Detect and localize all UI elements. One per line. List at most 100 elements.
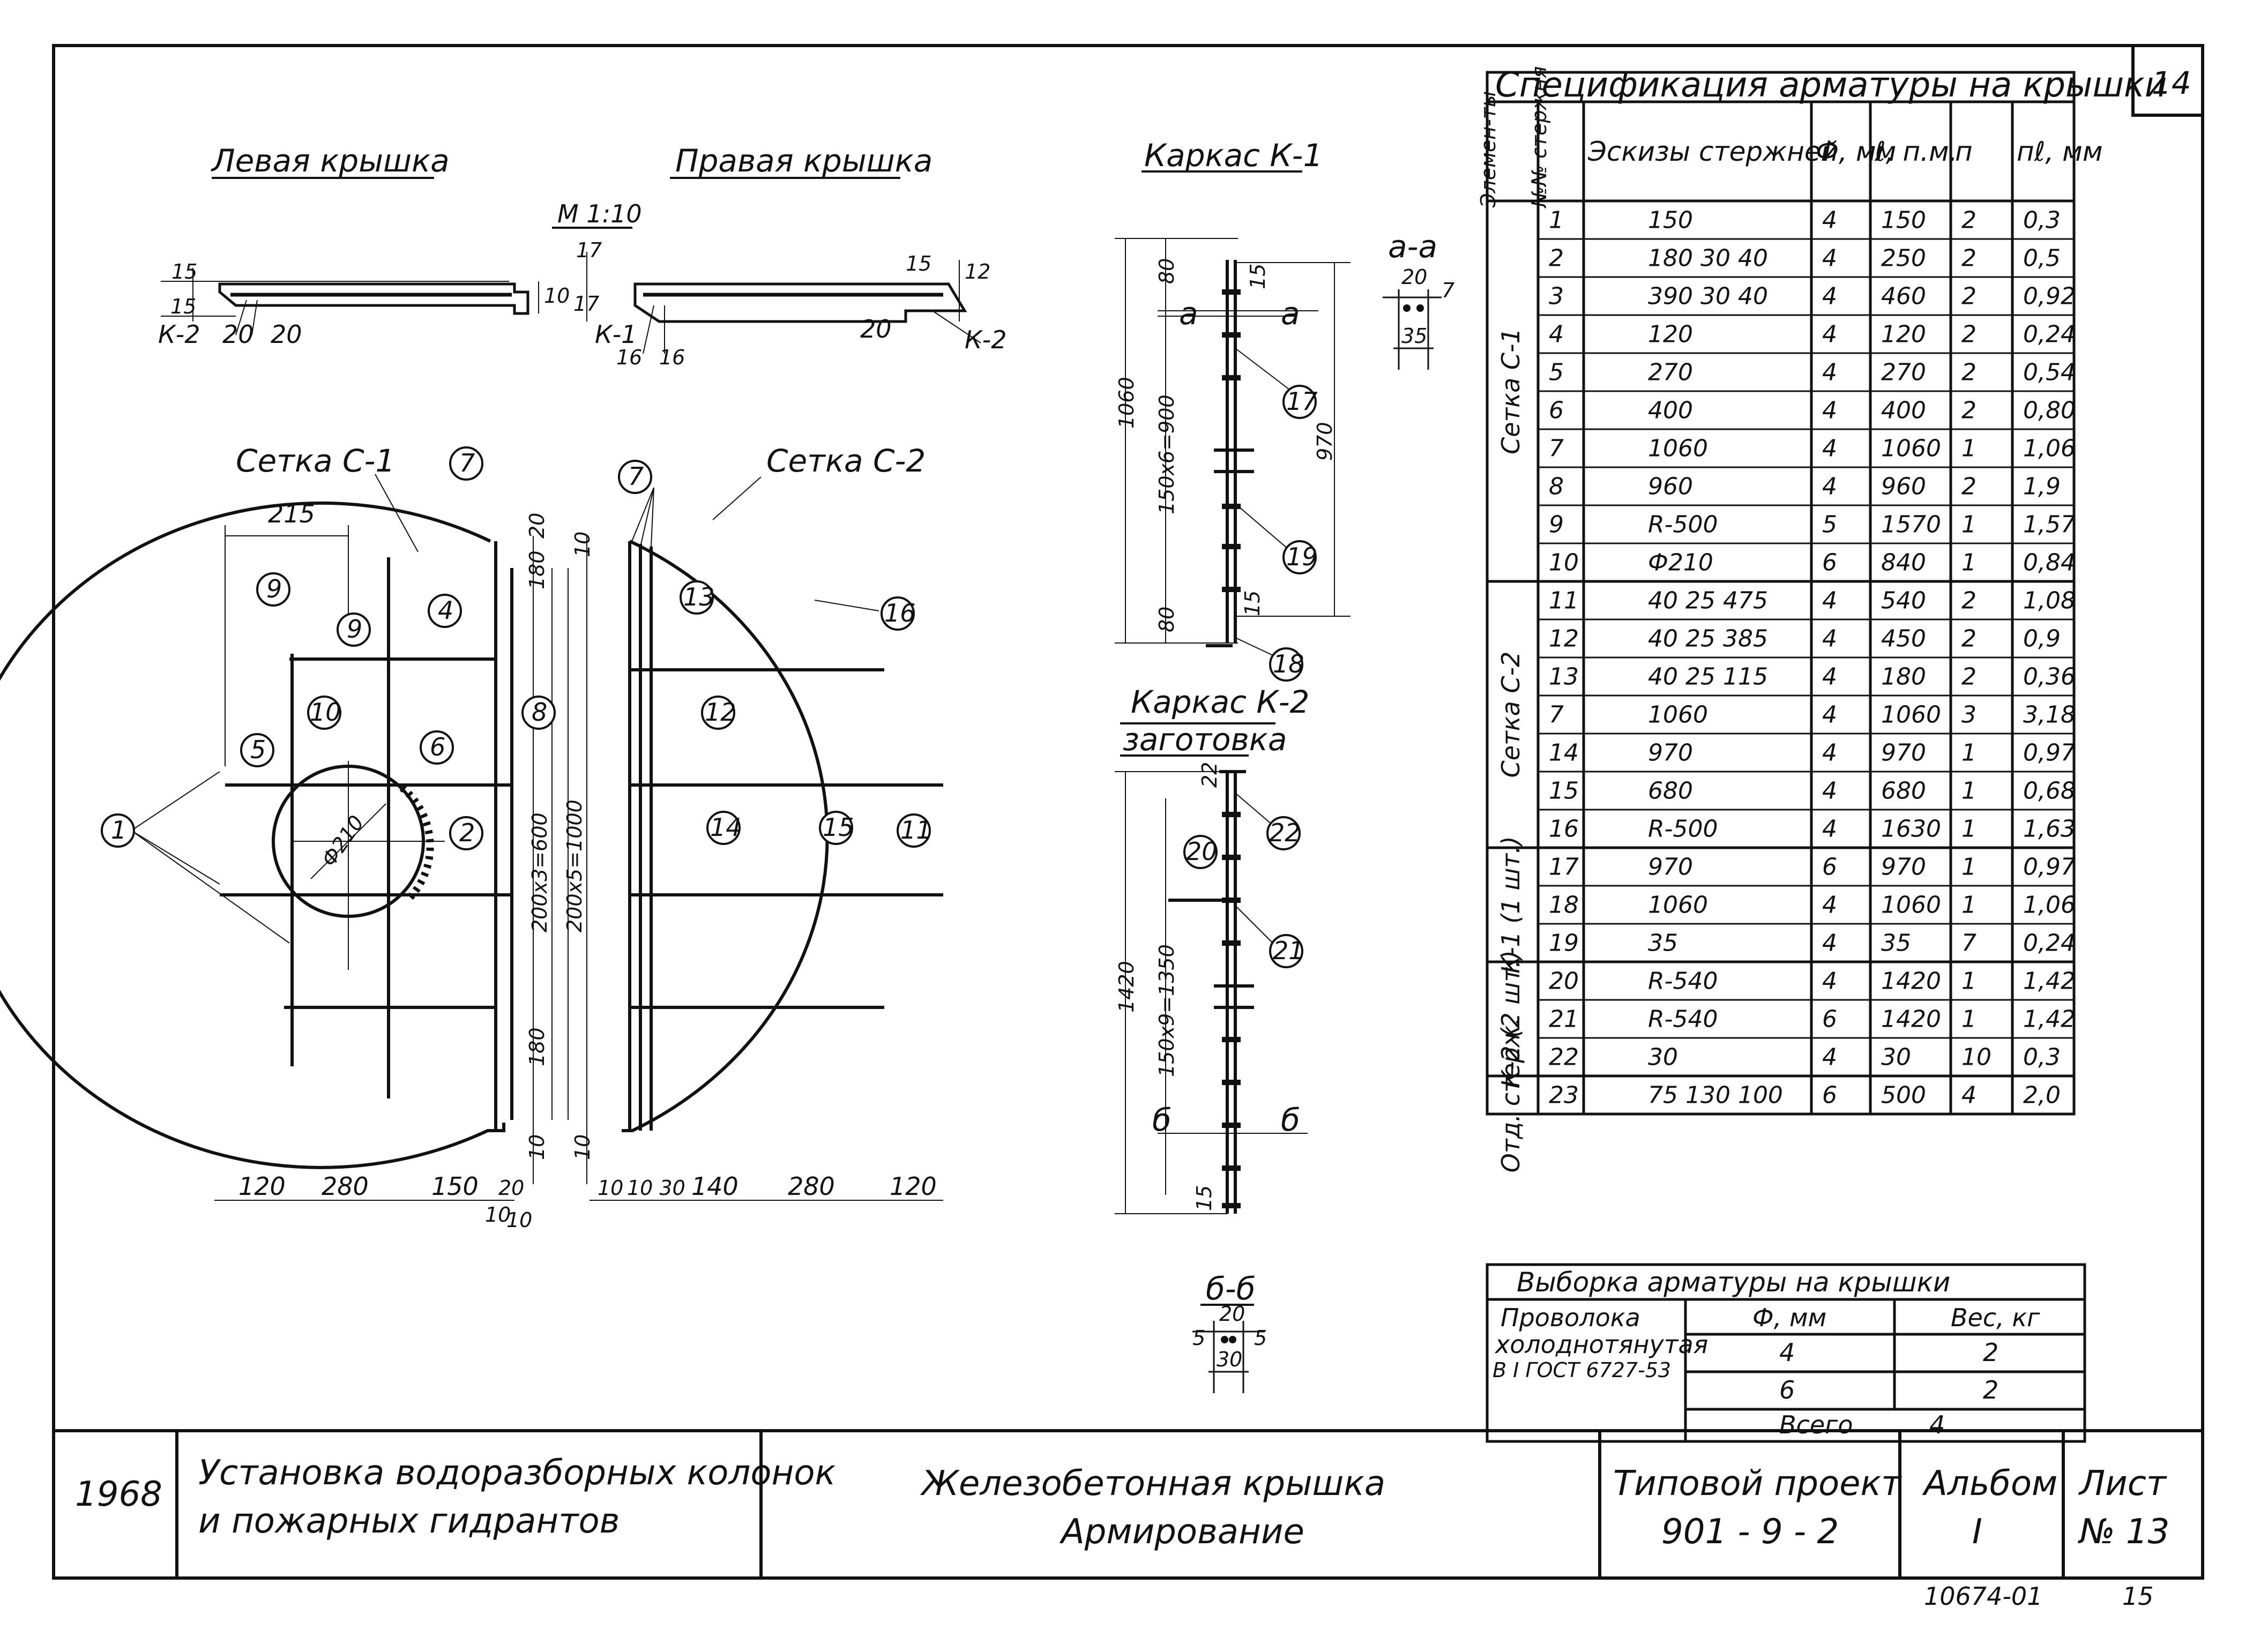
spec-cell-sketch: 1060: [1648, 701, 1708, 729]
spec-cell-c: 2: [1961, 397, 1976, 424]
spec-cell-n: 21: [1549, 1006, 1579, 1033]
svg-text:17: 17: [573, 292, 599, 316]
svg-text:20: 20: [1401, 265, 1427, 289]
spec-cell-t: 0,84: [2023, 549, 2076, 577]
spec-cell-c: 1: [1961, 816, 1976, 843]
callout-8: 8: [532, 698, 547, 727]
section-aa-title: а-а: [1388, 228, 1437, 265]
callout-16: 16: [884, 599, 916, 627]
svg-text:17: 17: [576, 238, 602, 262]
spec-cell-t: 0,3: [2023, 207, 2061, 234]
svg-text:16: 16: [616, 346, 642, 369]
spec-group-name: Сетка С-1: [1496, 328, 1525, 454]
spec-cell-c: 1: [1961, 549, 1976, 577]
spec-cell-n: 19: [1549, 930, 1579, 957]
callout-17: 17: [1286, 387, 1318, 416]
spec-cell-l: 1420: [1881, 968, 1941, 995]
spec-header: Элемен-ты: [1476, 91, 1500, 208]
vyborka-col-d: Ф, мм: [1752, 1303, 1826, 1332]
vyborka-total-label: Всего: [1779, 1410, 1853, 1439]
svg-text:215: 215: [268, 499, 315, 528]
spec-cell-sketch: 40 25 115: [1648, 663, 1768, 691]
svg-text:15: 15: [906, 252, 931, 275]
spec-cell-sketch: 30: [1648, 1044, 1678, 1071]
spec-cell-c: 2: [1961, 663, 1976, 691]
spec-cell-t: 1,42: [2023, 1006, 2076, 1033]
svg-text:15: 15: [1192, 1185, 1216, 1211]
vyborka-col-w: Вес, кг: [1951, 1303, 2040, 1332]
spec-cell-n: 5: [1549, 359, 1564, 386]
title-block: 1968 Установка водоразборных колонок и п…: [75, 1453, 2169, 1552]
tb-project-2: и пожарных гидрантов: [198, 1501, 620, 1541]
spec-cell-t: 1,08: [2023, 587, 2076, 615]
spec-cell-n: 13: [1549, 663, 1579, 691]
svg-text:15: 15: [171, 260, 197, 283]
tb-drawing-1: Железобетонная крышка: [920, 1464, 1385, 1504]
spec-cell-d: 4: [1822, 397, 1837, 424]
tb-drawing-2: Армирование: [1059, 1512, 1304, 1552]
spec-cell-sketch: 390 30 40: [1648, 283, 1768, 310]
callout-9b: 9: [347, 615, 362, 644]
spec-cell-l: 1570: [1881, 511, 1941, 539]
spec-cell-t: 0,97: [2023, 854, 2076, 881]
spec-cell-sketch: 970: [1648, 739, 1693, 767]
svg-text:1060: 1060: [1115, 377, 1138, 429]
spec-cell-l: 1060: [1881, 892, 1941, 919]
spec-cell-t: 0,24: [2023, 930, 2076, 957]
spec-header: ℓ, п.м.: [1874, 136, 1958, 167]
sheet-frame: [52, 44, 2204, 1580]
spec-cell-n: 7: [1549, 435, 1564, 462]
tb-sheet-label: Лист: [2078, 1464, 2167, 1504]
label-k1-right: К-1: [595, 320, 637, 349]
svg-text:30: 30: [1217, 1348, 1242, 1371]
spec-cell-l: 460: [1881, 283, 1926, 310]
spec-cell-c: 7: [1961, 930, 1976, 957]
vyborka-title: Выборка арматуры на крышки: [1517, 1267, 1950, 1298]
spec-cell-n: 2: [1549, 245, 1564, 272]
svg-text:140: 140: [691, 1172, 738, 1201]
spec-cell-n: 6: [1549, 397, 1564, 424]
spec-cell-t: 1,06: [2023, 435, 2076, 462]
cut-b-left: б: [1152, 1102, 1172, 1138]
spec-cell-sketch: 120: [1648, 321, 1693, 348]
spec-cell-c: 2: [1961, 321, 1976, 348]
svg-text:10: 10: [571, 1134, 594, 1160]
svg-text:970: 970: [1313, 422, 1337, 461]
spec-cell-n: 8: [1549, 473, 1564, 500]
svg-text:2: 2: [1983, 1338, 1998, 1367]
callout-15: 15: [823, 813, 854, 842]
spec-cell-sketch: 150: [1648, 207, 1693, 234]
spec-cell-l: 970: [1881, 854, 1926, 881]
tb-typ-number: 901 - 9 - 2: [1661, 1512, 1839, 1552]
sheet-number-top: 14: [2152, 65, 2191, 101]
spec-cell-d: 6: [1822, 854, 1837, 881]
callout-22: 22: [1269, 818, 1301, 847]
left-cover-profile: [218, 282, 529, 315]
footer-code: 10674-01: [1924, 1582, 2042, 1611]
cut-a-right: а: [1281, 295, 1300, 332]
spec-cell-l: 840: [1881, 549, 1926, 577]
spec-cell-c: 2: [1961, 625, 1976, 653]
svg-text:10: 10: [544, 284, 570, 308]
spec-cell-d: 4: [1822, 739, 1837, 767]
spec-cell-t: 1,42: [2023, 968, 2076, 995]
spec-cell-l: 250: [1881, 245, 1926, 272]
callout-18: 18: [1273, 649, 1304, 678]
spec-cell-n: 16: [1549, 816, 1579, 843]
spec-cell-sketch: 400: [1648, 397, 1693, 424]
spec-header: Эскизы стержней: [1587, 136, 1838, 167]
spec-cell-t: 0,24: [2023, 321, 2076, 348]
right-cover-profile: [633, 282, 967, 323]
spec-cell-d: 4: [1822, 663, 1837, 691]
vyborka-total: 4: [1929, 1410, 1945, 1439]
svg-text:80: 80: [1155, 258, 1178, 284]
svg-text:20: 20: [860, 315, 892, 343]
spec-cell-sketch: 680: [1648, 778, 1693, 805]
spec-header: п: [1955, 136, 1973, 167]
spec-cell-c: 4: [1961, 1082, 1976, 1109]
spec-cell-l: 680: [1881, 778, 1926, 805]
spec-cell-d: 4: [1822, 283, 1837, 310]
svg-text:10: 10: [506, 1208, 532, 1232]
spec-cell-l: 1630: [1881, 816, 1941, 843]
tb-typ-label: Типовой проект: [1613, 1464, 1902, 1504]
